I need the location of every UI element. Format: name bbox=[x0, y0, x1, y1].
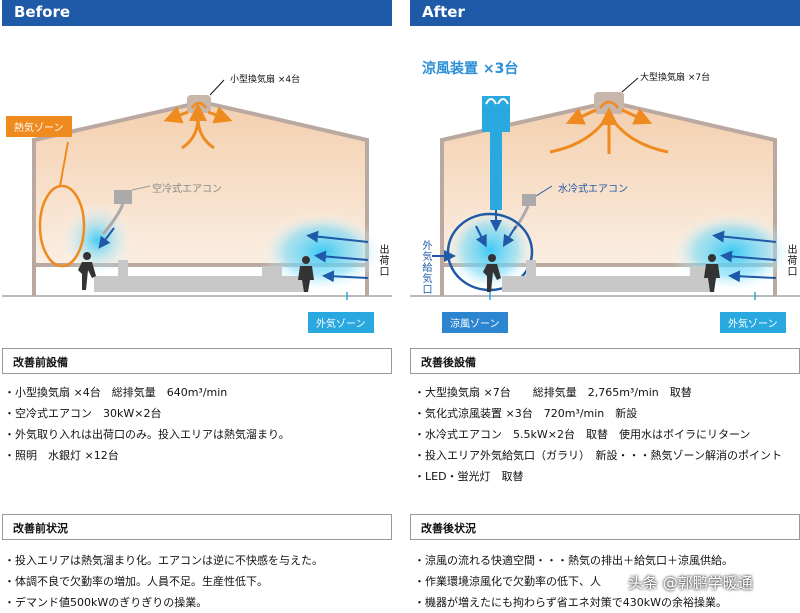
list-item: ・LED・蛍光灯 取替 bbox=[414, 470, 524, 483]
worker-icon bbox=[483, 254, 501, 292]
heat-zone-tag: 熱気ゾーン bbox=[6, 116, 72, 137]
floor-equipment bbox=[502, 276, 712, 292]
before-equipment-list: ・小型換気扇 ×4台 総排気量 640m³/min ・空冷式エアコン 30kW×… bbox=[4, 382, 290, 466]
heat-zone-outline bbox=[38, 184, 86, 268]
worker-icon bbox=[78, 252, 96, 290]
after-header: After bbox=[410, 0, 800, 26]
small-fan-icon bbox=[187, 95, 211, 113]
exit-label: 出荷口 bbox=[377, 244, 388, 277]
list-item: ・体調不良で欠勤率の増加。人員不足。生産性低下。 bbox=[4, 575, 268, 588]
worker-icon bbox=[298, 256, 314, 292]
small-fan-label: 小型換気扇 ×4台 bbox=[230, 75, 301, 85]
after-equipment-list: ・大型換気扇 ×7台 総排気量 2,765m³/min 取替 ・気化式涼風装置 … bbox=[414, 382, 782, 487]
ac-cool-area bbox=[59, 200, 135, 280]
outside-zone-tag: 外気ゾーン bbox=[308, 312, 374, 333]
air-cooled-ac-label: 空冷式エアコン bbox=[152, 184, 222, 195]
list-item: ・大型換気扇 ×7台 総排気量 2,765m³/min 取替 bbox=[414, 386, 692, 399]
worker-icon bbox=[704, 254, 720, 292]
after-equipment-title: 改善後設備 bbox=[421, 356, 476, 369]
large-fan-icon bbox=[594, 92, 624, 114]
intake-label: 外気給気口 bbox=[420, 240, 431, 295]
list-item: ・作業環境涼風化で欠勤率の低下、人 bbox=[414, 575, 601, 588]
watermark: 头条 @郭鹏学暖通 bbox=[628, 574, 753, 592]
list-item: ・デマンド値500kWのぎりぎりの操業。 bbox=[4, 596, 208, 609]
after-status-list: ・涼風の流れる快適空間・・・熱気の排出＋給気口＋涼風供給。 ・作業環境涼風化で欠… bbox=[414, 550, 733, 613]
after-status-title: 改善後状況 bbox=[421, 522, 476, 535]
list-item: ・照明 水銀灯 ×12台 bbox=[4, 449, 119, 462]
list-item: ・機器が増えたにも拘わらず省エネ対策で430kWの余裕操業。 bbox=[414, 596, 728, 609]
before-panel: Before bbox=[2, 0, 392, 333]
list-item: ・投入エリアは熱気溜まり化。エアコンは逆に不快感を与えた。 bbox=[4, 554, 323, 567]
list-item: ・外気取り入れは出荷口のみ。投入エリアは熱気溜まり。 bbox=[4, 428, 290, 441]
before-status-title-box: 改善前状況 bbox=[2, 514, 392, 540]
list-item: ・涼風の流れる快適空間・・・熱気の排出＋給気口＋涼風供給。 bbox=[414, 554, 733, 567]
list-item: ・気化式涼風装置 ×3台 720m³/min 新設 bbox=[414, 407, 638, 420]
cool-zone-tag: 涼風ゾーン bbox=[442, 312, 508, 333]
after-status-title-box: 改善後状況 bbox=[410, 514, 800, 540]
before-header: Before bbox=[2, 0, 392, 26]
floor-equipment bbox=[94, 276, 304, 292]
list-item: ・空冷式エアコン 30kW×2台 bbox=[4, 407, 162, 420]
after-header-title: After bbox=[422, 3, 465, 21]
before-status-list: ・投入エリアは熱気溜まり化。エアコンは逆に不快感を与えた。 ・体調不良で欠勤率の… bbox=[4, 550, 323, 613]
before-equipment-title: 改善前設備 bbox=[13, 356, 68, 369]
water-cooled-ac-label: 水冷式エアコン bbox=[558, 184, 628, 195]
exit-label: 出荷口 bbox=[785, 244, 796, 277]
list-item: ・水冷式エアコン 5.5kW×2台 取替 使用水はボイラにリターン bbox=[414, 428, 751, 441]
after-equipment-title-box: 改善後設備 bbox=[410, 348, 800, 374]
air-cooled-ac-icon bbox=[101, 190, 132, 235]
outside-zone-tag: 外気ゾーン bbox=[720, 312, 786, 333]
before-equipment-title-box: 改善前設備 bbox=[2, 348, 392, 374]
large-fan-label: 大型換気扇 ×7台 bbox=[640, 73, 711, 83]
before-diagram bbox=[2, 79, 392, 300]
after-diagram bbox=[410, 77, 800, 300]
cooler-label: 涼風装置 ×3台 bbox=[422, 61, 519, 77]
cooler-device-icon bbox=[482, 96, 510, 210]
list-item: ・小型換気扇 ×4台 総排気量 640m³/min bbox=[4, 386, 228, 399]
before-status-title: 改善前状況 bbox=[13, 522, 68, 535]
list-item: ・投入エリア外気給気口（ガラリ） 新設・・・熱気ゾーン解消のポイント bbox=[414, 449, 782, 462]
before-header-title: Before bbox=[14, 3, 71, 21]
cool-air-area bbox=[445, 208, 535, 292]
after-panel: After bbox=[410, 0, 800, 333]
